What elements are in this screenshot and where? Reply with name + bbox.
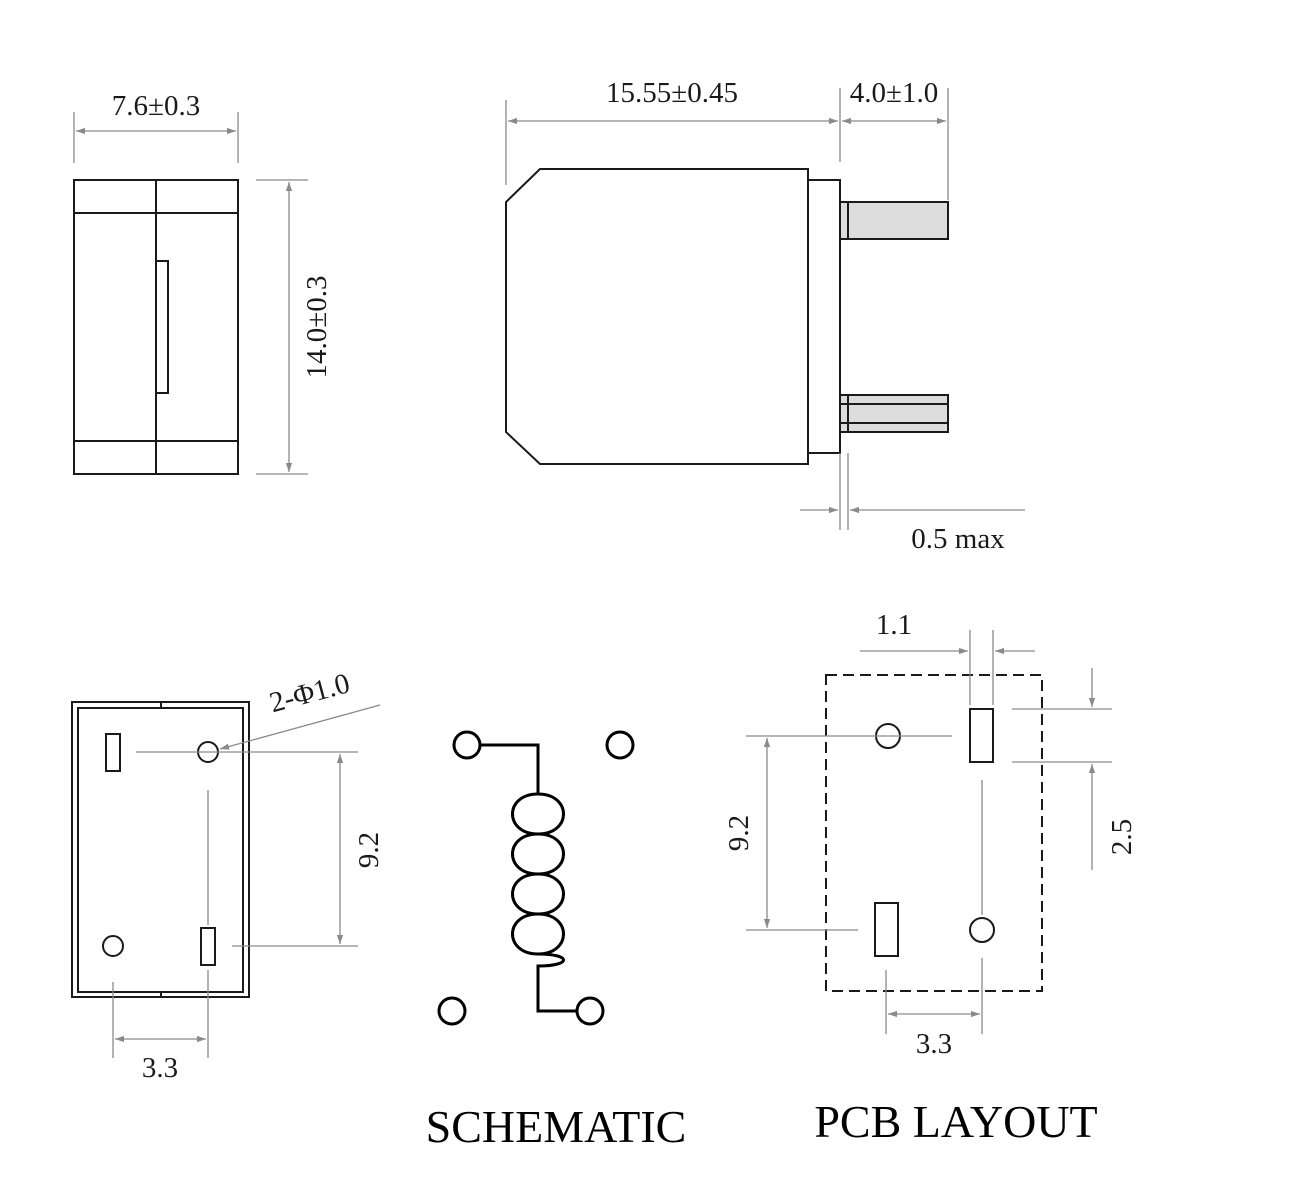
schematic-terminal-top-left — [452, 730, 482, 760]
side-view-pin-top — [839, 201, 949, 240]
top-view-width-dimension: 7.6±0.3 — [73, 90, 239, 163]
pcb-layout-slot-bottom — [874, 902, 899, 957]
bottom-view-vertical-pitch-dimension: 9.2 — [136, 751, 385, 947]
bottom-view-horizontal-pitch-dimension: 3.3 — [112, 970, 209, 1084]
pcb-layout-horizontal-pitch-label: 3.3 — [916, 1028, 952, 1060]
schematic: SCHEMATIC — [426, 730, 687, 1152]
side-view-pin-length-dimension: 4.0±1.0 — [842, 77, 949, 200]
pcb-layout: 1.1 2.5 9.2 3.3 PCB LAYOUT — [723, 609, 1138, 1147]
top-view-height-label: 14.0±0.3 — [301, 276, 333, 379]
bottom-view-hole-bottom — [102, 935, 124, 957]
bottom-view-pad-bottom — [200, 927, 216, 966]
pcb-layout-vertical-pitch-dimension: 9.2 — [723, 735, 952, 931]
bottom-view: 2-Φ1.0 9.2 3.3 — [71, 667, 385, 1084]
side-view-pin-bottom — [839, 394, 949, 433]
top-view-width-label: 7.6±0.3 — [112, 90, 200, 122]
side-view-length-dimension: 15.55±0.45 — [505, 77, 841, 185]
bottom-view-pad-top — [105, 733, 121, 772]
side-view-standoff-dimension: 0.5 max — [800, 453, 1025, 555]
schematic-terminal-bottom-right — [575, 996, 605, 1026]
top-view-body — [73, 179, 239, 475]
top-view: 7.6±0.3 14.0±0.3 — [73, 90, 333, 475]
schematic-title: SCHEMATIC — [426, 1101, 687, 1152]
pcb-layout-hole-bottom — [969, 917, 995, 943]
pcb-layout-slot-width-label: 1.1 — [876, 609, 912, 641]
pcb-layout-slot-length-label: 2.5 — [1106, 819, 1138, 855]
schematic-coil-winding — [480, 743, 577, 1013]
side-view: 15.55±0.45 4.0±1.0 0.5 max — [505, 77, 1025, 555]
side-view-pin-length-label: 4.0±1.0 — [850, 77, 938, 109]
bottom-view-hole-label: 2-Φ1.0 — [266, 667, 353, 719]
side-view-standoff-label: 0.5 max — [911, 523, 1005, 555]
pcb-layout-slot-length-dimension: 2.5 — [1012, 668, 1138, 870]
schematic-terminal-top-right — [605, 730, 635, 760]
pcb-layout-slot-top — [969, 708, 994, 763]
bottom-view-horizontal-pitch-label: 3.3 — [142, 1052, 178, 1084]
pcb-layout-horizontal-pitch-dimension: 3.3 — [885, 958, 983, 1060]
bottom-view-vertical-pitch-label: 9.2 — [353, 832, 385, 868]
top-view-height-dimension: 14.0±0.3 — [256, 179, 333, 475]
pcb-layout-title: PCB LAYOUT — [814, 1096, 1097, 1147]
bottom-view-body — [71, 701, 250, 998]
pcb-layout-outline — [825, 674, 1043, 992]
schematic-terminal-bottom-left — [437, 996, 467, 1026]
side-view-body — [505, 168, 841, 465]
pcb-layout-vertical-pitch-label: 9.2 — [723, 815, 755, 851]
side-view-length-label: 15.55±0.45 — [606, 77, 738, 109]
pcb-layout-slot-width-dimension: 1.1 — [860, 609, 1035, 705]
